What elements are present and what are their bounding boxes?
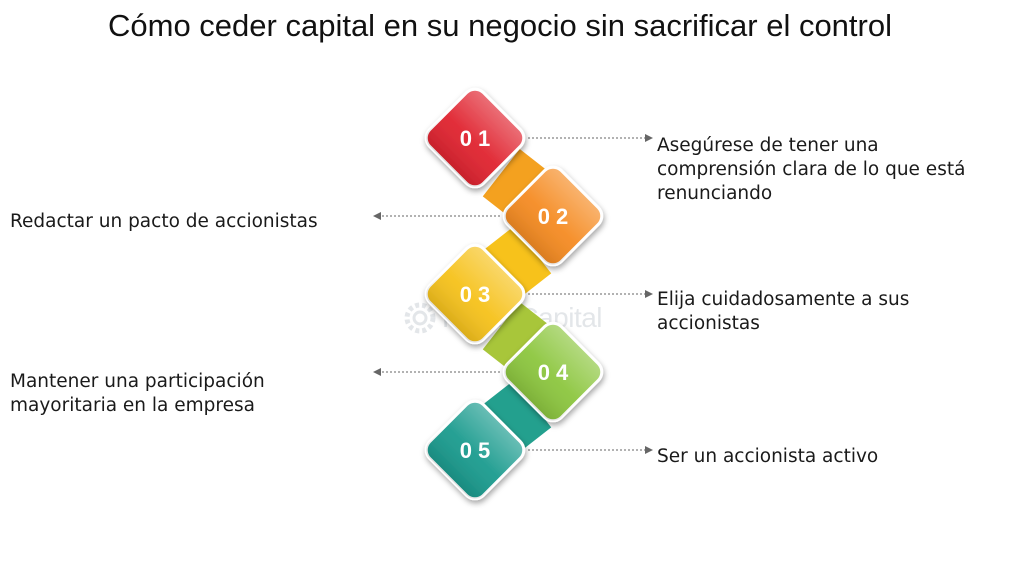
step-4-number: 0 4 xyxy=(538,360,569,385)
connector-3-4 xyxy=(482,302,552,374)
step-1-label: Asegúrese de tener una comprensión clara… xyxy=(657,135,966,204)
step-5-diamond: 0 5 xyxy=(424,399,526,501)
step-2-number: 0 2 xyxy=(538,204,569,229)
step-3-label: Elija cuidadosamente a sus accionistas xyxy=(657,289,910,334)
diagram-title: Cómo ceder capital en su negocio sin sac… xyxy=(108,8,892,43)
connector-2-3 xyxy=(482,226,552,298)
step-3-number: 0 3 xyxy=(460,282,491,307)
watermark-gear-icon xyxy=(404,302,436,334)
step-2-label: Redactar un pacto de accionistas xyxy=(10,211,318,232)
step-1-diamond: 0 1 xyxy=(424,87,526,189)
connector-1-2 xyxy=(482,149,552,221)
step-4-label: Mantener una participación mayoritaria e… xyxy=(10,371,265,416)
step-5-number: 0 5 xyxy=(460,438,491,463)
connector-4-5 xyxy=(482,380,552,452)
step-1-number: 0 1 xyxy=(460,126,491,151)
step-2-diamond: 0 2 xyxy=(502,165,604,267)
step-3-diamond: 0 3 xyxy=(424,243,526,345)
step-4-diamond: 0 4 xyxy=(502,321,604,423)
step-5-label: Ser un accionista activo xyxy=(657,446,879,467)
